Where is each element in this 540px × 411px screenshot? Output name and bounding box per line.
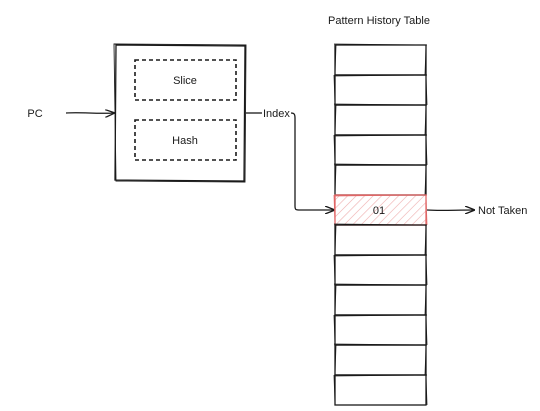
table-row-sketch xyxy=(333,194,428,226)
table-row xyxy=(334,224,427,256)
table-row-sketch xyxy=(333,374,428,406)
table-row-sketch xyxy=(333,343,428,376)
table-row-sketch xyxy=(333,223,428,256)
table-row-sketch xyxy=(333,254,428,286)
table-entry-value: 01 xyxy=(373,205,385,217)
table-row xyxy=(334,284,427,316)
table-row xyxy=(334,254,427,286)
index-arrow xyxy=(290,112,334,210)
slice-box: Slice xyxy=(134,59,237,101)
table-row xyxy=(334,344,427,376)
index-label: Index xyxy=(263,108,290,120)
table-row-sketch xyxy=(333,163,428,196)
table-row-sketch xyxy=(333,314,428,346)
pc-arrow xyxy=(65,113,114,114)
table-row xyxy=(334,164,427,196)
table-row xyxy=(334,104,427,136)
slice-label: Slice xyxy=(173,75,197,87)
hash-box: Hash xyxy=(134,119,237,161)
table-title: Pattern History Table xyxy=(328,15,430,27)
table-row-sketch xyxy=(333,43,428,76)
table-row xyxy=(334,314,427,346)
pattern-history-table xyxy=(333,43,428,406)
table-row-sketch xyxy=(333,74,428,106)
table-row xyxy=(334,134,427,166)
table-row-highlighted xyxy=(334,194,427,226)
pc-label: PC xyxy=(27,108,42,120)
table-row-sketch xyxy=(333,103,428,136)
output-label: Not Taken xyxy=(478,205,527,217)
table-row xyxy=(334,374,427,406)
table-row xyxy=(334,44,427,76)
table-row-sketch xyxy=(333,283,428,316)
hash-unit-box xyxy=(113,43,247,183)
hash-label: Hash xyxy=(172,135,198,147)
table-row-sketch xyxy=(333,134,428,166)
table-row xyxy=(334,74,427,106)
